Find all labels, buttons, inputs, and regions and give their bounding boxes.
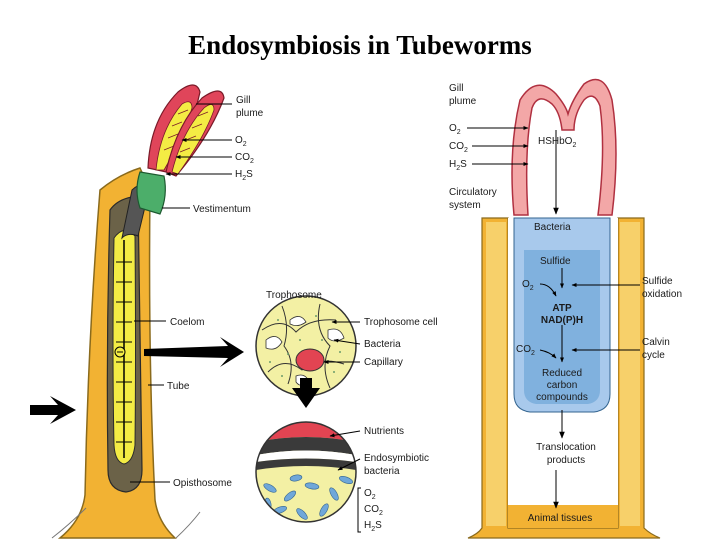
svg-text:bacteria: bacteria <box>364 466 400 477</box>
svg-text:cycle: cycle <box>642 350 665 361</box>
svg-text:products: products <box>547 455 585 466</box>
label-co2-right: CO2 <box>449 141 468 154</box>
label-atp: ATP <box>552 303 572 314</box>
middle-labels: Trophosome Trophosome cell Bacteria Capi… <box>266 290 438 533</box>
worm-vestimentum <box>136 171 166 215</box>
label-co2: CO2 <box>235 152 254 165</box>
label-animal-tissues: Animal tissues <box>528 513 592 524</box>
svg-text:system: system <box>449 200 481 211</box>
schematic-gill-plume <box>511 78 617 216</box>
label-calvin-cycle: Calvin <box>642 337 670 348</box>
label-reduced: Reduced <box>542 368 582 379</box>
label-tube: Tube <box>167 381 190 392</box>
label-endosymbiotic: Endosymbiotic <box>364 453 429 464</box>
svg-text:plume: plume <box>236 108 264 119</box>
worm-gill-plume <box>147 84 225 177</box>
label-sulfide-oxidation: Sulfide <box>642 276 673 287</box>
label-h2s-middle: H2S <box>364 520 382 533</box>
label-bacteria-right: Bacteria <box>534 222 571 233</box>
label-co2-inner: CO2 <box>516 344 535 357</box>
bacteria-magnified <box>255 421 357 523</box>
label-hshbo2: HSHbO2 <box>538 136 576 149</box>
label-trophosome-cell: Trophosome cell <box>364 317 438 328</box>
label-h2s: H2S <box>235 169 253 182</box>
down-arrow <box>292 378 320 408</box>
label-h2s-right: H2S <box>449 159 467 172</box>
label-bacteria: Bacteria <box>364 339 401 350</box>
worm-illustration <box>51 84 225 539</box>
middle-pointer-arrow <box>144 337 244 367</box>
label-translocation: Translocation <box>536 442 596 453</box>
label-opisthosome: Opisthosome <box>173 478 232 489</box>
left-pointer-arrow <box>30 396 76 424</box>
svg-text:oxidation: oxidation <box>642 289 682 300</box>
label-capillary: Capillary <box>364 357 403 368</box>
label-o2-right: O2 <box>449 123 461 136</box>
label-co2-middle: CO2 <box>364 504 383 517</box>
label-gill-plume-right: Gill <box>449 83 463 94</box>
label-circulatory: Circulatory <box>449 187 497 198</box>
schematic-diagram <box>467 78 661 539</box>
right-labels: Gill plume O2 CO2 H2S HSHbO2 Circulatory… <box>449 83 682 524</box>
left-labels: Gill plume O2 CO2 H2S Vestimentum Coelom… <box>130 95 264 489</box>
svg-text:carbon: carbon <box>547 380 578 391</box>
label-o2: O2 <box>235 135 247 148</box>
page-title: Endosymbiosis in Tubeworms <box>188 30 532 60</box>
label-vestimentum: Vestimentum <box>193 204 251 215</box>
label-nutrients: Nutrients <box>364 426 404 437</box>
svg-text:plume: plume <box>449 96 477 107</box>
label-o2-middle: O2 <box>364 488 376 501</box>
label-nadph: NAD(P)H <box>541 315 583 326</box>
label-gill-plume: Gill <box>236 95 250 106</box>
label-o2-inner: O2 <box>522 279 534 292</box>
label-sulfide: Sulfide <box>540 256 571 267</box>
svg-text:compounds: compounds <box>536 392 588 403</box>
label-trophosome: Trophosome <box>266 290 322 301</box>
trophosome-magnified <box>255 295 357 397</box>
label-coelom: Coelom <box>170 317 204 328</box>
